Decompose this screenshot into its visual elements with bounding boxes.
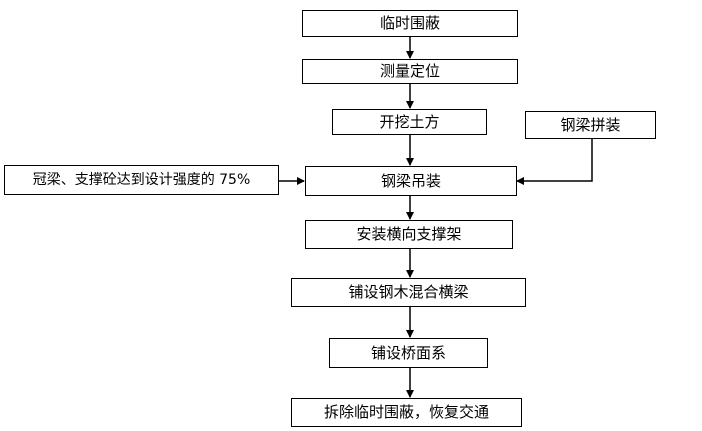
step-lay-composite-crossbeams-label: 铺设钢木混合横梁 [348, 283, 469, 301]
step-temporary-enclosure: 临时围蔽 [302, 10, 518, 37]
step-earth-excavation-label: 开挖土方 [379, 112, 440, 131]
step-steel-beam-lifting-label: 钢梁吊装 [380, 171, 441, 190]
step-temporary-enclosure-label: 临时围蔽 [379, 14, 440, 32]
step-install-lateral-bracing: 安装横向支撑架 [305, 220, 513, 249]
arrow-right-input-to-step4 [516, 139, 593, 185]
step-remove-enclosure-restore-traffic-label: 拆除临时围蔽，恢复交通 [323, 403, 489, 421]
step-survey-positioning-label: 测量定位 [379, 62, 440, 80]
step-lay-deck-system-label: 铺设桥面系 [370, 343, 446, 362]
input-steel-beam-assembly: 钢梁拼装 [525, 111, 656, 139]
input-crown-beam-strength-label: 冠梁、支撑砼达到设计强度的 75% [32, 172, 251, 188]
input-steel-beam-assembly-label: 钢梁拼装 [560, 115, 621, 134]
step-remove-enclosure-restore-traffic: 拆除临时围蔽，恢复交通 [291, 398, 522, 427]
input-crown-beam-strength: 冠梁、支撑砼达到设计强度的 75% [4, 165, 279, 195]
step-steel-beam-lifting: 钢梁吊装 [305, 166, 517, 196]
step-earth-excavation: 开挖土方 [332, 109, 487, 135]
step-lay-composite-crossbeams: 铺设钢木混合横梁 [291, 278, 526, 307]
step-survey-positioning: 测量定位 [302, 59, 518, 84]
step-install-lateral-bracing-label: 安装横向支撑架 [356, 225, 462, 243]
step-lay-deck-system: 铺设桥面系 [329, 338, 488, 368]
